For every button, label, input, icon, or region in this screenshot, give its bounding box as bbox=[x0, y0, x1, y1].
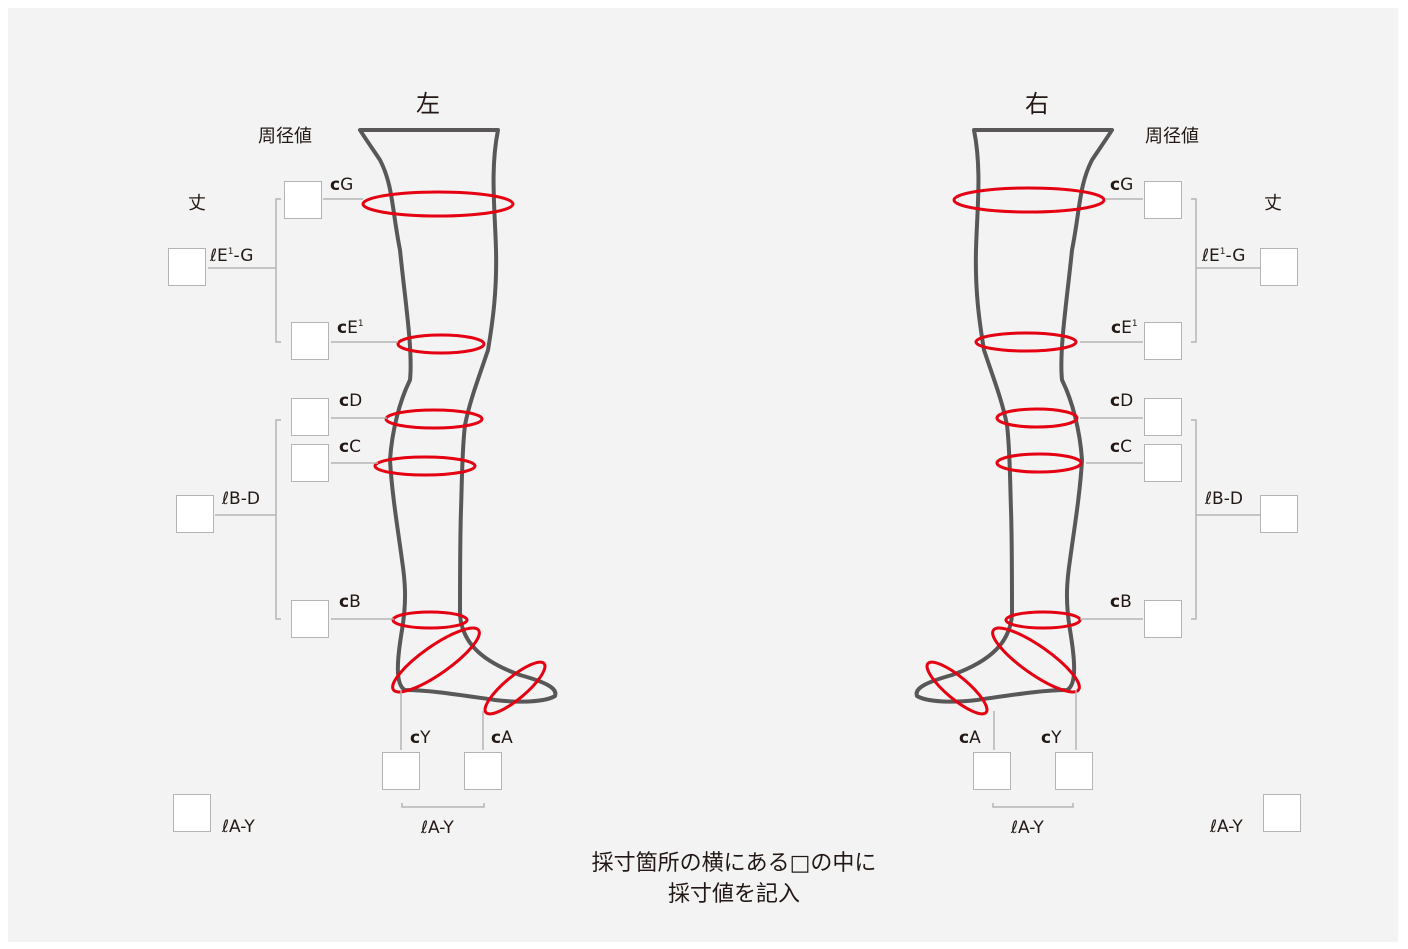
right-cB-label: cB bbox=[1110, 592, 1132, 612]
left-leg bbox=[358, 128, 558, 716]
left-ring-b bbox=[391, 610, 469, 630]
instruction-line-2: 採寸値を記入 bbox=[667, 882, 800, 907]
right-connectors bbox=[992, 198, 1260, 808]
left-lE1G-input-box[interactable] bbox=[168, 248, 206, 286]
right-foot-lAY-label: ℓA-Y bbox=[1011, 818, 1044, 838]
left-cD-input-box[interactable] bbox=[291, 398, 329, 436]
right-ring-e1 bbox=[974, 331, 1078, 353]
left-ring-g bbox=[361, 190, 515, 218]
right-cG-input-box[interactable] bbox=[1144, 181, 1182, 219]
left-lE1G-label: ℓE1-G bbox=[210, 246, 254, 266]
right-cD-input-box[interactable] bbox=[1144, 398, 1182, 436]
right-cA-input-box[interactable] bbox=[973, 752, 1011, 790]
right-cY-label: cY bbox=[1041, 728, 1062, 748]
right-ring-g bbox=[952, 186, 1106, 214]
left-leg-outline bbox=[358, 128, 558, 704]
right-side-title: 右 bbox=[1025, 90, 1049, 118]
right-cE1-input-box[interactable] bbox=[1144, 322, 1182, 360]
left-lAY-input-box[interactable] bbox=[173, 794, 211, 832]
left-cC-label: cC bbox=[339, 437, 361, 457]
left-lAY-label: ℓA-Y bbox=[222, 817, 255, 837]
right-ring-b bbox=[1004, 610, 1082, 630]
left-ring-d bbox=[384, 408, 484, 430]
right-cB-input-box[interactable] bbox=[1144, 600, 1182, 638]
left-ring-a bbox=[483, 660, 547, 716]
right-leg-outline bbox=[914, 128, 1114, 704]
left-ring-e1 bbox=[396, 333, 486, 355]
right-cC-input-box[interactable] bbox=[1144, 444, 1182, 482]
right-lBD-input-box[interactable] bbox=[1260, 495, 1298, 533]
left-ring-c bbox=[373, 455, 477, 477]
right-length-header: 丈 bbox=[1264, 193, 1282, 214]
right-ring-c bbox=[995, 452, 1083, 474]
left-cA-label: cA bbox=[491, 728, 513, 748]
right-lE1G-input-box[interactable] bbox=[1260, 248, 1298, 286]
right-cA-label: cA bbox=[959, 728, 981, 748]
right-cY-input-box[interactable] bbox=[1055, 752, 1093, 790]
left-cC-input-box[interactable] bbox=[291, 444, 329, 482]
right-lAY-input-box[interactable] bbox=[1263, 794, 1301, 832]
left-cG-input-box[interactable] bbox=[284, 181, 322, 219]
right-cE1-label: cE1 bbox=[1111, 318, 1138, 338]
left-cY-input-box[interactable] bbox=[382, 752, 420, 790]
right-cC-label: cC bbox=[1110, 437, 1132, 457]
left-side-title: 左 bbox=[416, 90, 440, 118]
left-cB-label: cB bbox=[339, 592, 361, 612]
left-cE1-label: cE1 bbox=[337, 318, 364, 338]
left-connectors bbox=[208, 198, 485, 808]
left-cD-label: cD bbox=[339, 391, 363, 411]
right-ring-d bbox=[995, 407, 1079, 429]
left-cG-label: cG bbox=[330, 175, 354, 195]
instruction-line-1: 採寸箇所の横にある□の中に bbox=[591, 851, 877, 876]
instruction-text: 採寸箇所の横にある□の中に 採寸値を記入 bbox=[504, 848, 964, 910]
right-girth-header: 周径値 bbox=[1145, 126, 1199, 147]
right-lBD-label: ℓB-D bbox=[1205, 489, 1243, 509]
left-cE1-input-box[interactable] bbox=[291, 322, 329, 360]
left-foot-lAY-label: ℓA-Y bbox=[421, 818, 454, 838]
right-lAY-label: ℓA-Y bbox=[1210, 817, 1243, 837]
right-ring-a bbox=[925, 660, 989, 716]
right-cD-label: cD bbox=[1110, 391, 1134, 411]
left-cA-input-box[interactable] bbox=[464, 752, 502, 790]
right-lE1G-label: ℓE1-G bbox=[1202, 246, 1246, 266]
left-length-header: 丈 bbox=[188, 193, 206, 214]
left-cY-label: cY bbox=[410, 728, 431, 748]
left-ring-y bbox=[391, 626, 481, 694]
left-lBD-input-box[interactable] bbox=[176, 495, 214, 533]
right-leg bbox=[914, 128, 1114, 716]
left-cB-input-box[interactable] bbox=[291, 600, 329, 638]
right-ring-y bbox=[991, 626, 1081, 694]
left-lBD-label: ℓB-D bbox=[222, 489, 260, 509]
right-cG-label: cG bbox=[1110, 175, 1134, 195]
left-girth-header: 周径値 bbox=[258, 126, 312, 147]
